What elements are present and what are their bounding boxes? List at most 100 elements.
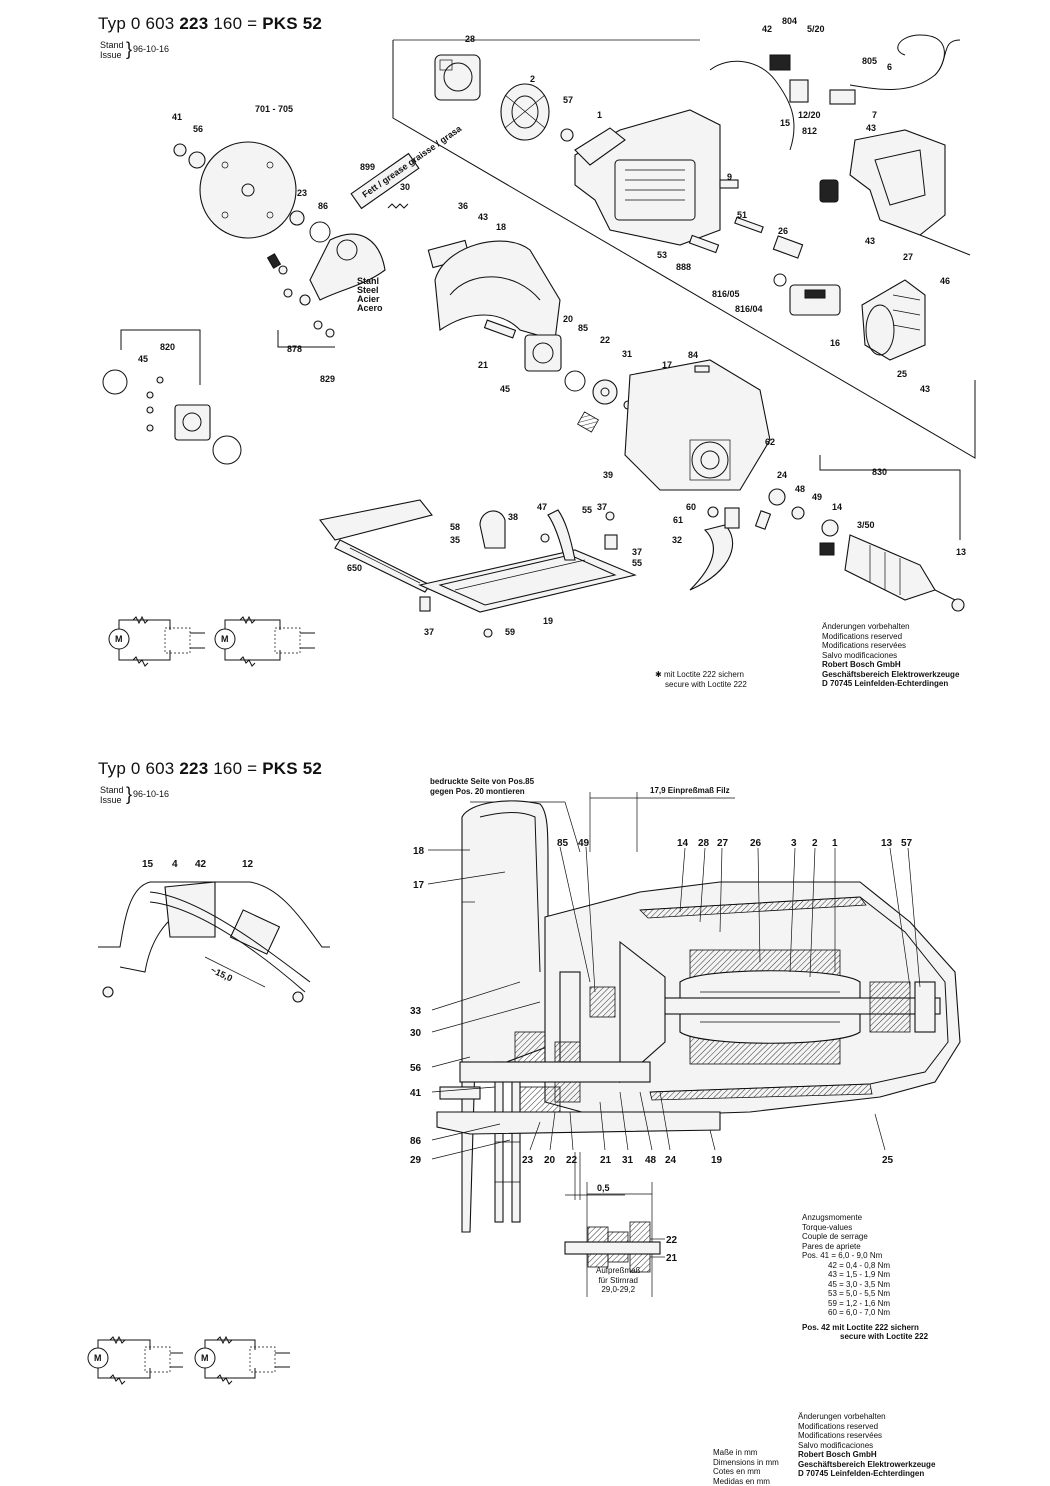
label-27: 27 [903, 252, 913, 262]
s2-label-2: 2 [812, 838, 818, 849]
wiring-diagram-2: M [214, 615, 315, 667]
part-16-motor-cover [861, 279, 926, 361]
s2-label-24: 24 [665, 1155, 677, 1166]
s2-label-48: 48 [645, 1155, 657, 1166]
sheet2-stand: Stand Issue } 96-10-16 [100, 784, 170, 805]
exploded-view-sheet: Typ 0 603 223 160 = PKS 52 Stand Issue }… [0, 0, 1050, 742]
s2-label-57: 57 [901, 838, 913, 849]
label-55a: 55 [582, 505, 592, 515]
part-820-bearing-flange-set [102, 369, 242, 465]
label-55b: 55 [632, 558, 642, 568]
press-depth-note: 17,9 Einpreßmaß Filz [650, 786, 730, 795]
part-28-fan-guard [434, 54, 481, 101]
s2-label-30: 30 [410, 1028, 422, 1039]
s2-label-22: 22 [566, 1155, 578, 1166]
label-28: 28 [465, 34, 475, 44]
label-7: 7 [872, 110, 877, 120]
part-32-riving-knife [689, 524, 734, 591]
svg-text:Acero: Acero [357, 303, 383, 313]
s2-label-42: 42 [195, 859, 207, 870]
part-53-plate [688, 234, 720, 254]
s2-label-1: 1 [832, 838, 838, 849]
label-23: 23 [297, 188, 307, 198]
s2-label-86: 86 [410, 1136, 422, 1147]
label-46: 46 [940, 276, 950, 286]
dimension-0-5: 0,5 [597, 1183, 610, 1193]
part-19-base-plate [418, 549, 637, 638]
label-3-50: 3/50 [857, 520, 875, 530]
part-6-power-cord [849, 39, 961, 90]
s2-label-27: 27 [717, 838, 729, 849]
s2-label-21b: 21 [666, 1253, 678, 1264]
svg-text:Acier: Acier [357, 294, 380, 304]
s2-label-25: 25 [882, 1155, 894, 1166]
sheet1-part-labels: 28 2 57 1 41 56 701 - 705 23 86 899 30 3… [138, 16, 966, 637]
part-22-gear [592, 379, 618, 405]
s2-label-18: 18 [413, 846, 425, 857]
part-57-bearing [560, 128, 574, 142]
label-60: 60 [686, 502, 696, 512]
part-22-needle-bearing [577, 411, 599, 433]
label-804: 804 [782, 16, 797, 26]
label-30: 30 [400, 182, 410, 192]
s2-label-22b: 22 [666, 1235, 678, 1246]
s2-label-13: 13 [881, 838, 893, 849]
part-1-motor-housing [574, 109, 721, 246]
wiring-diagram-3: M [87, 1335, 183, 1385]
svg-text:Steel: Steel [357, 285, 379, 295]
label-32: 32 [672, 535, 682, 545]
sheet2-part-labels: 18 17 85 49 14 28 27 26 3 2 1 13 57 15 4… [142, 838, 913, 1264]
label-829: 829 [320, 374, 335, 384]
s2-label-14: 14 [677, 838, 689, 849]
s2-label-20: 20 [544, 1155, 556, 1166]
part-37-knob-front [419, 596, 431, 612]
printed-side-note: bedruckte Seite von Pos.85 gegen Pos. 20… [430, 777, 535, 796]
section-leaders [427, 846, 921, 1160]
label-36: 36 [458, 201, 468, 211]
label-25: 25 [897, 369, 907, 379]
s2-label-17: 17 [413, 880, 425, 891]
label-12-20: 12/20 [798, 110, 821, 120]
label-13: 13 [956, 547, 966, 557]
label-820: 820 [160, 342, 175, 352]
sheet1-title: Typ 0 603 223 160 = PKS 52 [98, 14, 323, 33]
label-2: 2 [530, 74, 535, 84]
label-816-05: 816/05 [712, 289, 740, 299]
press-fit-note: Aufpreßmaß für Stirnrad 29,0-29,2 [596, 1266, 641, 1294]
part-899-grease-tube [350, 152, 420, 210]
s2-label-31: 31 [622, 1155, 634, 1166]
s2-label-28: 28 [698, 838, 710, 849]
label-816-04: 816/04 [735, 304, 763, 314]
press-fit-detail-view [564, 1182, 665, 1297]
section-view-sheet: Typ 0 603 223 160 = PKS 52 Stand Issue }… [0, 742, 1050, 1486]
label-42: 42 [762, 24, 772, 34]
part-830-armature [754, 488, 965, 612]
label-84: 84 [688, 350, 698, 360]
label-888: 888 [676, 262, 691, 272]
label-56: 56 [193, 124, 203, 134]
label-45b: 45 [138, 354, 148, 364]
sheet2-modifications-note: Änderungen vorbehalten Modifications res… [798, 1412, 936, 1478]
label-899: 899 [360, 162, 375, 172]
label-650: 650 [347, 563, 362, 573]
wiring-diagram-4: M [194, 1335, 290, 1385]
part-9-brush [719, 179, 739, 189]
part-37-knob [604, 534, 618, 550]
part-27-handle [819, 129, 971, 256]
label-53: 53 [657, 250, 667, 260]
s2-label-19: 19 [711, 1155, 723, 1166]
part-26-brush-cover [772, 235, 804, 259]
section-base-plate [436, 1111, 721, 1135]
label-45: 45 [500, 384, 510, 394]
label-51: 51 [737, 210, 747, 220]
label-48: 48 [795, 484, 805, 494]
exploded-view-drawing: Fett / grease graisse / grasa [102, 16, 976, 667]
label-17: 17 [662, 360, 672, 370]
label-805: 805 [862, 56, 877, 66]
s2-label-56: 56 [410, 1063, 422, 1074]
label-701-705: 701 - 705 [255, 104, 293, 114]
switch-detail-view: ~15,0 [98, 881, 330, 1003]
part-829-lower-guard [309, 233, 386, 301]
svg-text:M: M [115, 634, 123, 644]
label-20: 20 [563, 314, 573, 324]
